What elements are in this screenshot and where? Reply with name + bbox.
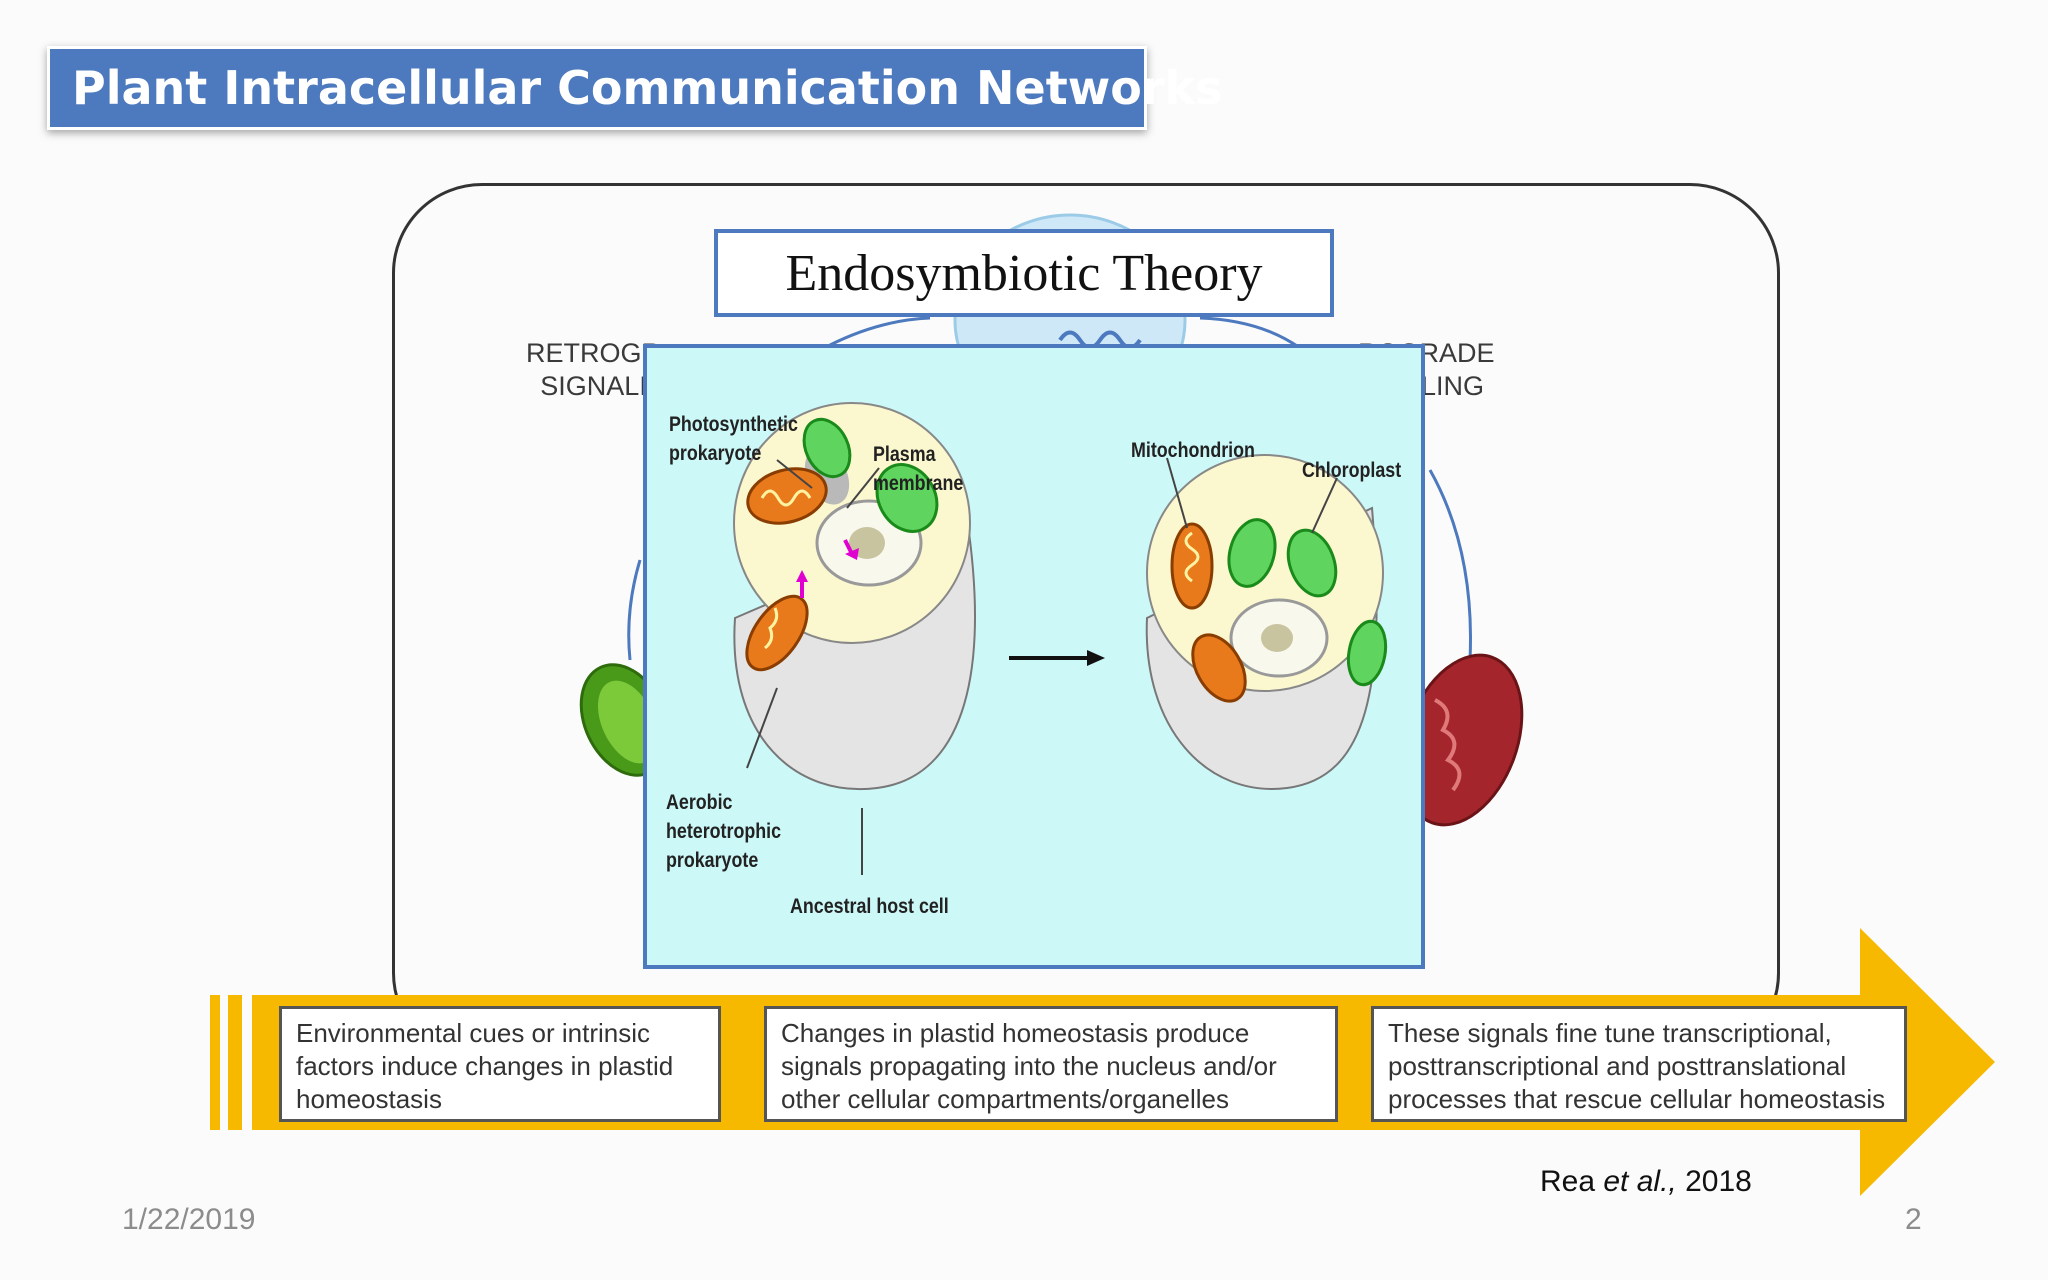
step-2-line3: other cellular compartments/organelles <box>781 1084 1229 1114</box>
uptake-arrowhead-2 <box>796 570 808 582</box>
retrograde-arc-right <box>1199 316 1301 350</box>
label-plasma-membrane: Plasma membrane <box>873 440 963 498</box>
label-photosynthetic-l1: Photosynthetic <box>669 413 798 436</box>
label-aerobic-l2: heterotrophic <box>666 820 782 843</box>
descendant-cell <box>1145 454 1388 790</box>
label-chloroplast: Chloroplast <box>1302 459 1402 482</box>
label-aerobic-l3: prokaryote <box>666 849 759 872</box>
signal-arc-right <box>1428 469 1472 661</box>
endosymbiotic-title: Endosymbiotic Theory <box>785 244 1263 302</box>
step-2-line1: Changes in plastid homeostasis produce <box>781 1018 1250 1048</box>
endosymbiosis-illustration <box>733 402 1388 875</box>
chloroplast-left-2 <box>875 463 939 533</box>
chloroplast-right-1 <box>1227 518 1277 588</box>
arrow-stripe-2 <box>228 995 242 1130</box>
label-aerobic-l1: Aerobic <box>666 791 733 814</box>
leader-mitochondrion <box>1166 457 1188 529</box>
mitochondrion-right-2 <box>1191 633 1247 703</box>
chloroplast-right-3 <box>1346 619 1388 687</box>
arrow-stripe-1 <box>210 995 220 1130</box>
retrograde-left-line2: SIGNALI <box>540 371 647 401</box>
step-1-line1: Environmental cues or intrinsic <box>296 1018 651 1048</box>
mitochondrion-left-2 <box>745 594 809 672</box>
signal-arc-left <box>627 559 642 661</box>
incoming-chloroplast <box>802 417 852 479</box>
cristae-graphic <box>1434 698 1462 792</box>
step-3-line1: These signals fine tune transcriptional, <box>1388 1018 1832 1048</box>
leader-plasma <box>846 467 880 509</box>
leader-photosynthetic <box>776 459 813 489</box>
label-ancestral-host-cell: Ancestral host cell <box>790 895 949 918</box>
leader-chloroplast <box>1311 477 1338 534</box>
evolution-arrowhead <box>1087 650 1105 666</box>
label-mitochondrion: Mitochondrion <box>1131 439 1255 462</box>
label-photosynthetic-l2: prokaryote <box>669 442 762 465</box>
retrograde-left-line1: RETROGR <box>526 338 661 368</box>
step-box-3: These signals fine tune transcriptional,… <box>1371 1006 1907 1122</box>
step-2-line2: signals propagating into the nucleus and… <box>781 1051 1277 1081</box>
endosymbiotic-title-box: Endosymbiotic Theory <box>714 229 1334 317</box>
step-3-line2: posttranscriptional and posttranslationa… <box>1388 1051 1847 1081</box>
nucleolus-right <box>1261 624 1293 652</box>
label-plasma-l1: Plasma <box>873 443 936 466</box>
slide-title-bar: Plant Intracellular Communication Networ… <box>47 46 1222 130</box>
leader-aerobic <box>746 687 778 769</box>
slide-title: Plant Intracellular Communication Networ… <box>72 61 1223 115</box>
citation: Rea et al., 2018 <box>1540 1165 1752 1199</box>
footer-date: 1/22/2019 <box>122 1203 256 1236</box>
page-number: 2 <box>1905 1203 1922 1236</box>
citation-author: Rea <box>1540 1165 1604 1198</box>
endosymbiosis-panel: Photosynthetic prokaryote Plasma membran… <box>643 344 1425 969</box>
label-aerobic: Aerobic heterotrophic prokaryote <box>666 788 781 875</box>
cristae-left-2 <box>764 607 779 650</box>
step-3-line3: processes that rescue cellular homeostas… <box>1388 1084 1886 1114</box>
retrograde-label-left: RETROGR SIGNALI <box>526 337 661 403</box>
citation-year: 2018 <box>1676 1165 1752 1198</box>
label-plasma-l2: membrane <box>873 472 964 495</box>
cristae-left-1 <box>760 489 812 507</box>
retrograde-arc-left <box>829 316 931 347</box>
step-1-line3: homeostasis <box>296 1084 442 1114</box>
uptake-arrowhead-1 <box>845 548 859 560</box>
cristae-right-1 <box>1184 531 1200 583</box>
step-1-line2: factors induce changes in plastid <box>296 1051 674 1081</box>
chloroplast-right-2 <box>1286 528 1338 598</box>
ancestral-cell <box>733 402 976 791</box>
citation-etal: et al., <box>1603 1165 1677 1198</box>
label-photosynthetic: Photosynthetic prokaryote <box>669 410 798 468</box>
step-box-2: Changes in plastid homeostasis produce s… <box>764 1006 1338 1122</box>
step-box-1: Environmental cues or intrinsic factors … <box>279 1006 721 1122</box>
